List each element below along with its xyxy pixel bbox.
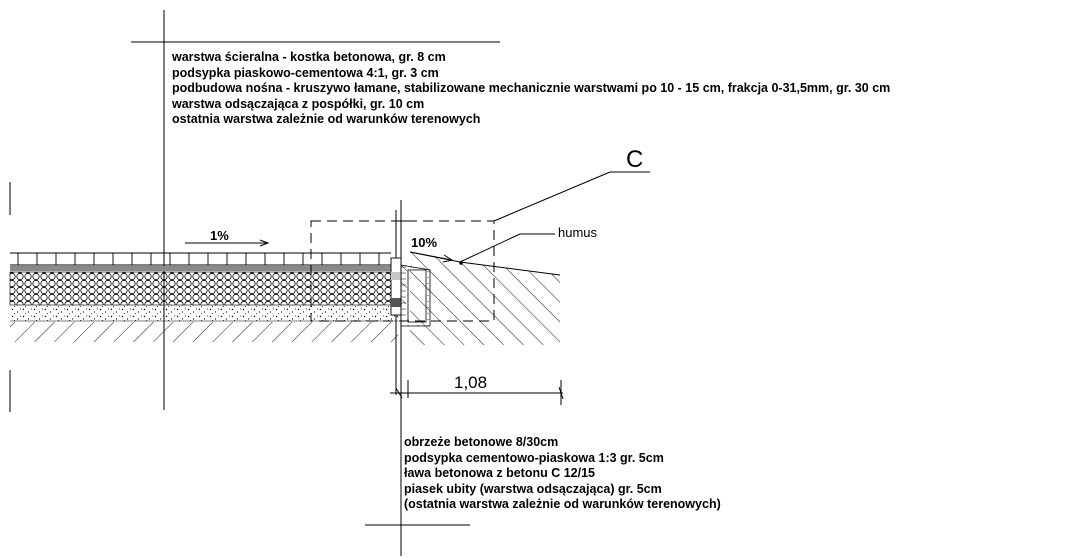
- base-course-gravel: [9, 271, 393, 306]
- dimension-label: 1,08: [454, 373, 488, 392]
- curb-layer-4: piasek ubity (warstwa odsączająca) gr. 5…: [404, 481, 662, 496]
- slope-terrain-label: 10%: [411, 235, 438, 250]
- paving-blocks: [10, 252, 391, 266]
- slope-pavement-label: 1%: [210, 228, 229, 243]
- dimension-line: [390, 380, 564, 405]
- humus-label: humus: [558, 225, 598, 240]
- terrain-humus: [409, 251, 561, 345]
- curb-layer-1: obrzeże betonowe 8/30cm: [404, 435, 559, 449]
- subgrade-hatch: [10, 322, 398, 342]
- pavement-layer-4: warstwa odsączająca z pospółki, gr. 10 c…: [172, 96, 425, 111]
- detail-c-frame: [310, 171, 650, 322]
- curb-layer-3: ława betonowa z betonu C 12/15: [404, 466, 596, 481]
- pavement-layer-2: podsypka piaskowo-cementowa 4:1, gr. 3 c…: [172, 65, 439, 80]
- bedding-layer: [10, 266, 391, 271]
- slope-arrows: [185, 239, 454, 263]
- pavement-layer-3: podbudowa nośna - kruszywo łamane, stabi…: [172, 81, 891, 96]
- pavement-layer-1: warstwa ścieralna - kostka betonowa, gr.…: [172, 50, 446, 64]
- curb-layer-2: podsypka cementowo-piaskowa 1:3 gr. 5cm: [404, 450, 664, 465]
- curb-layers-list: obrzeże betonowe 8/30cm podsypka cemento…: [404, 435, 721, 513]
- detail-mark: C: [626, 146, 644, 173]
- drainage-layer: [10, 305, 398, 321]
- curb-layer-5: (ostatnia warstwa zależnie od warunków t…: [404, 497, 721, 512]
- pavement-layer-5: ostatnia warstwa zależnie od warunków te…: [172, 112, 481, 127]
- pavement-layers-list: warstwa ścieralna - kostka betonowa, gr.…: [172, 50, 890, 128]
